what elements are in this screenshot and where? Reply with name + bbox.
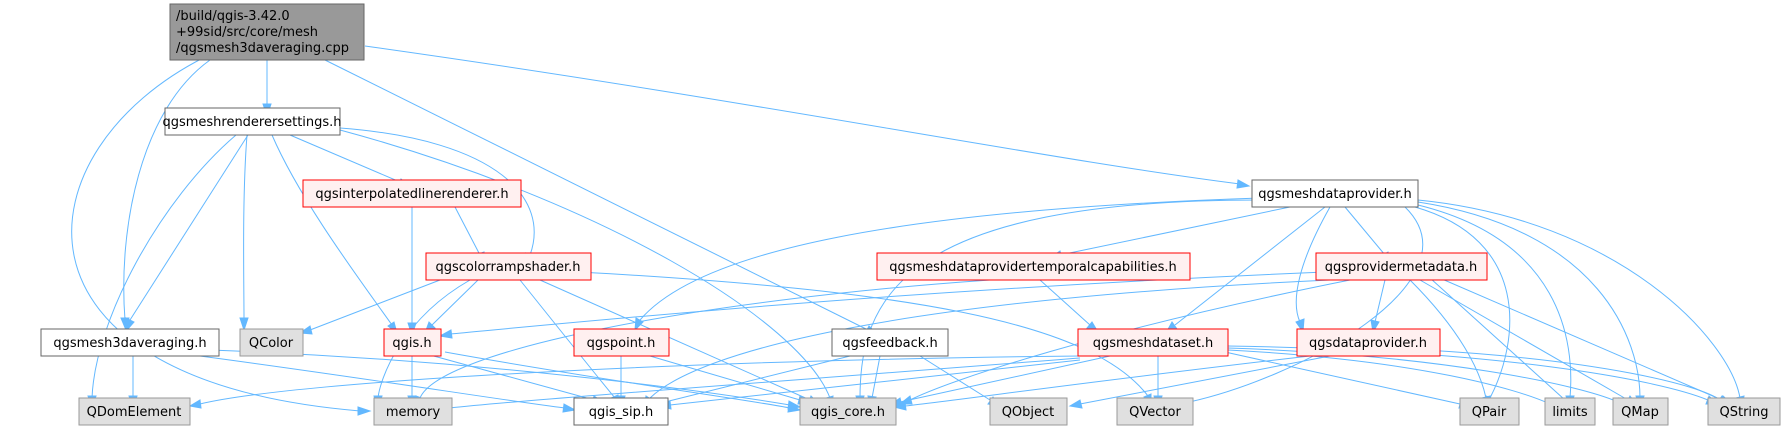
node-limits[interactable]: limits: [1544, 397, 1596, 426]
edge-dp-qobject: [1068, 355, 1331, 409]
edge-dp-qgiscore: [892, 355, 1311, 411]
edge-pm-dataprovider: [1370, 279, 1386, 334]
node-qdomelement[interactable]: QDomElement: [78, 397, 191, 426]
node-qcolor-label: QColor: [249, 336, 294, 351]
edge-av-qgissip: [199, 355, 577, 413]
edge-root-averaging: [120, 59, 211, 332]
node-root-file[interactable]: /build/qgis-3.42.0 +99sid/src/core/mesh …: [169, 3, 365, 61]
node-qvector-label: QVector: [1129, 405, 1181, 420]
node-meshdataprovider[interactable]: qgsmeshdataprovider.h: [1251, 179, 1419, 208]
node-qpair-label: QPair: [1472, 405, 1507, 420]
edge-cr-qcolor: [298, 279, 441, 335]
node-qgis[interactable]: qgis.h: [383, 328, 442, 357]
node-providermeta-label: qgsprovidermetadata.h: [1325, 260, 1478, 275]
node-dataprovider[interactable]: qgsdataprovider.h: [1296, 328, 1441, 357]
node-qmap-label: QMap: [1621, 405, 1659, 420]
node-root-line-2: +99sid/src/core/mesh: [176, 25, 318, 40]
edge-root-meshdataprovider: [364, 45, 1251, 189]
node-meshdataprovider-label: qgsmeshdataprovider.h: [1258, 187, 1412, 202]
edge-mdp-limits: [1417, 204, 1575, 410]
node-qstring[interactable]: QString: [1707, 397, 1781, 426]
node-temporalcaps[interactable]: qgsmeshdataprovidertemporalcapabilities.…: [876, 252, 1191, 281]
node-qcolor[interactable]: QColor: [239, 328, 304, 357]
edge-rs-interpolated: [289, 134, 412, 188]
node-providermeta[interactable]: qgsprovidermetadata.h: [1315, 252, 1488, 281]
node-temporalcaps-label: qgsmeshdataprovidertemporalcapabilities.…: [889, 260, 1177, 275]
node-memory[interactable]: memory: [373, 397, 453, 426]
node-qgspoint[interactable]: qgspoint.h: [573, 328, 670, 357]
node-interpolated-label: qgsinterpolatedlinerenderer.h: [315, 187, 508, 202]
node-feedback-label: qgsfeedback.h: [842, 336, 937, 351]
node-qvector[interactable]: QVector: [1116, 397, 1194, 426]
node-qgis-sip-label: qgis_sip.h: [589, 405, 653, 420]
node-qgis-sip[interactable]: qgis_sip.h: [573, 397, 669, 426]
node-renderersettings[interactable]: qgsmeshrenderersettings.h: [162, 107, 342, 136]
edge-md-qdomelement: [188, 355, 1081, 409]
node-averaging[interactable]: qgsmesh3daveraging.h: [40, 328, 220, 357]
node-meshdataset-label: qgsmeshdataset.h: [1093, 336, 1213, 351]
node-qgis-core-label: qgis_core.h: [811, 405, 885, 420]
node-root-line-1: /build/qgis-3.42.0: [176, 9, 290, 24]
node-limits-label: limits: [1552, 405, 1588, 420]
node-qgis-label: qgis.h: [392, 336, 431, 351]
node-memory-label: memory: [386, 405, 441, 420]
node-root-line-3: /qgsmesh3daveraging.cpp: [176, 41, 349, 56]
edge-mdp-temporalcaps: [1048, 206, 1291, 260]
edges: [71, 45, 1745, 416]
node-qgspoint-label: qgspoint.h: [587, 336, 656, 351]
edge-root-memory: [71, 56, 372, 416]
edge-int-qgis: [407, 207, 417, 337]
edge-pm-qstring: [1434, 275, 1734, 405]
node-qpair[interactable]: QPair: [1459, 397, 1520, 426]
edge-fb-qobject: [919, 355, 1001, 407]
edge-pt-qgiscore: [649, 355, 812, 405]
node-colorramp-label: qgscolorrampshader.h: [435, 260, 580, 275]
node-meshdataset[interactable]: qgsmeshdataset.h: [1077, 328, 1229, 357]
node-renderersettings-label: qgsmeshrenderersettings.h: [162, 115, 341, 130]
node-interpolated[interactable]: qgsinterpolatedlinerenderer.h: [302, 179, 522, 208]
edge-tc-meshdataset: [1039, 279, 1100, 333]
node-qobject[interactable]: QObject: [989, 397, 1068, 426]
node-colorramp[interactable]: qgscolorrampshader.h: [425, 252, 592, 281]
node-qdomelement-label: QDomElement: [87, 405, 182, 420]
edge-rs-qcolor: [239, 134, 249, 332]
edge-rs-averaging: [125, 134, 249, 332]
nodes: /build/qgis-3.42.0 +99sid/src/core/mesh …: [40, 3, 1781, 426]
edge-rs-qdomelement: [87, 134, 237, 410]
node-qmap[interactable]: QMap: [1612, 397, 1669, 426]
edge-mdp-qmap: [1417, 201, 1645, 410]
node-feedback[interactable]: qgsfeedback.h: [831, 328, 949, 357]
node-qgis-core[interactable]: qgis_core.h: [799, 397, 897, 426]
node-dataprovider-label: qgsdataprovider.h: [1309, 336, 1427, 351]
edge-av-qgiscore: [209, 349, 802, 410]
node-averaging-label: qgsmesh3daveraging.h: [53, 336, 206, 351]
node-qstring-label: QString: [1719, 405, 1768, 420]
edge-md-qpair: [1224, 351, 1472, 409]
node-qobject-label: QObject: [1002, 405, 1055, 420]
